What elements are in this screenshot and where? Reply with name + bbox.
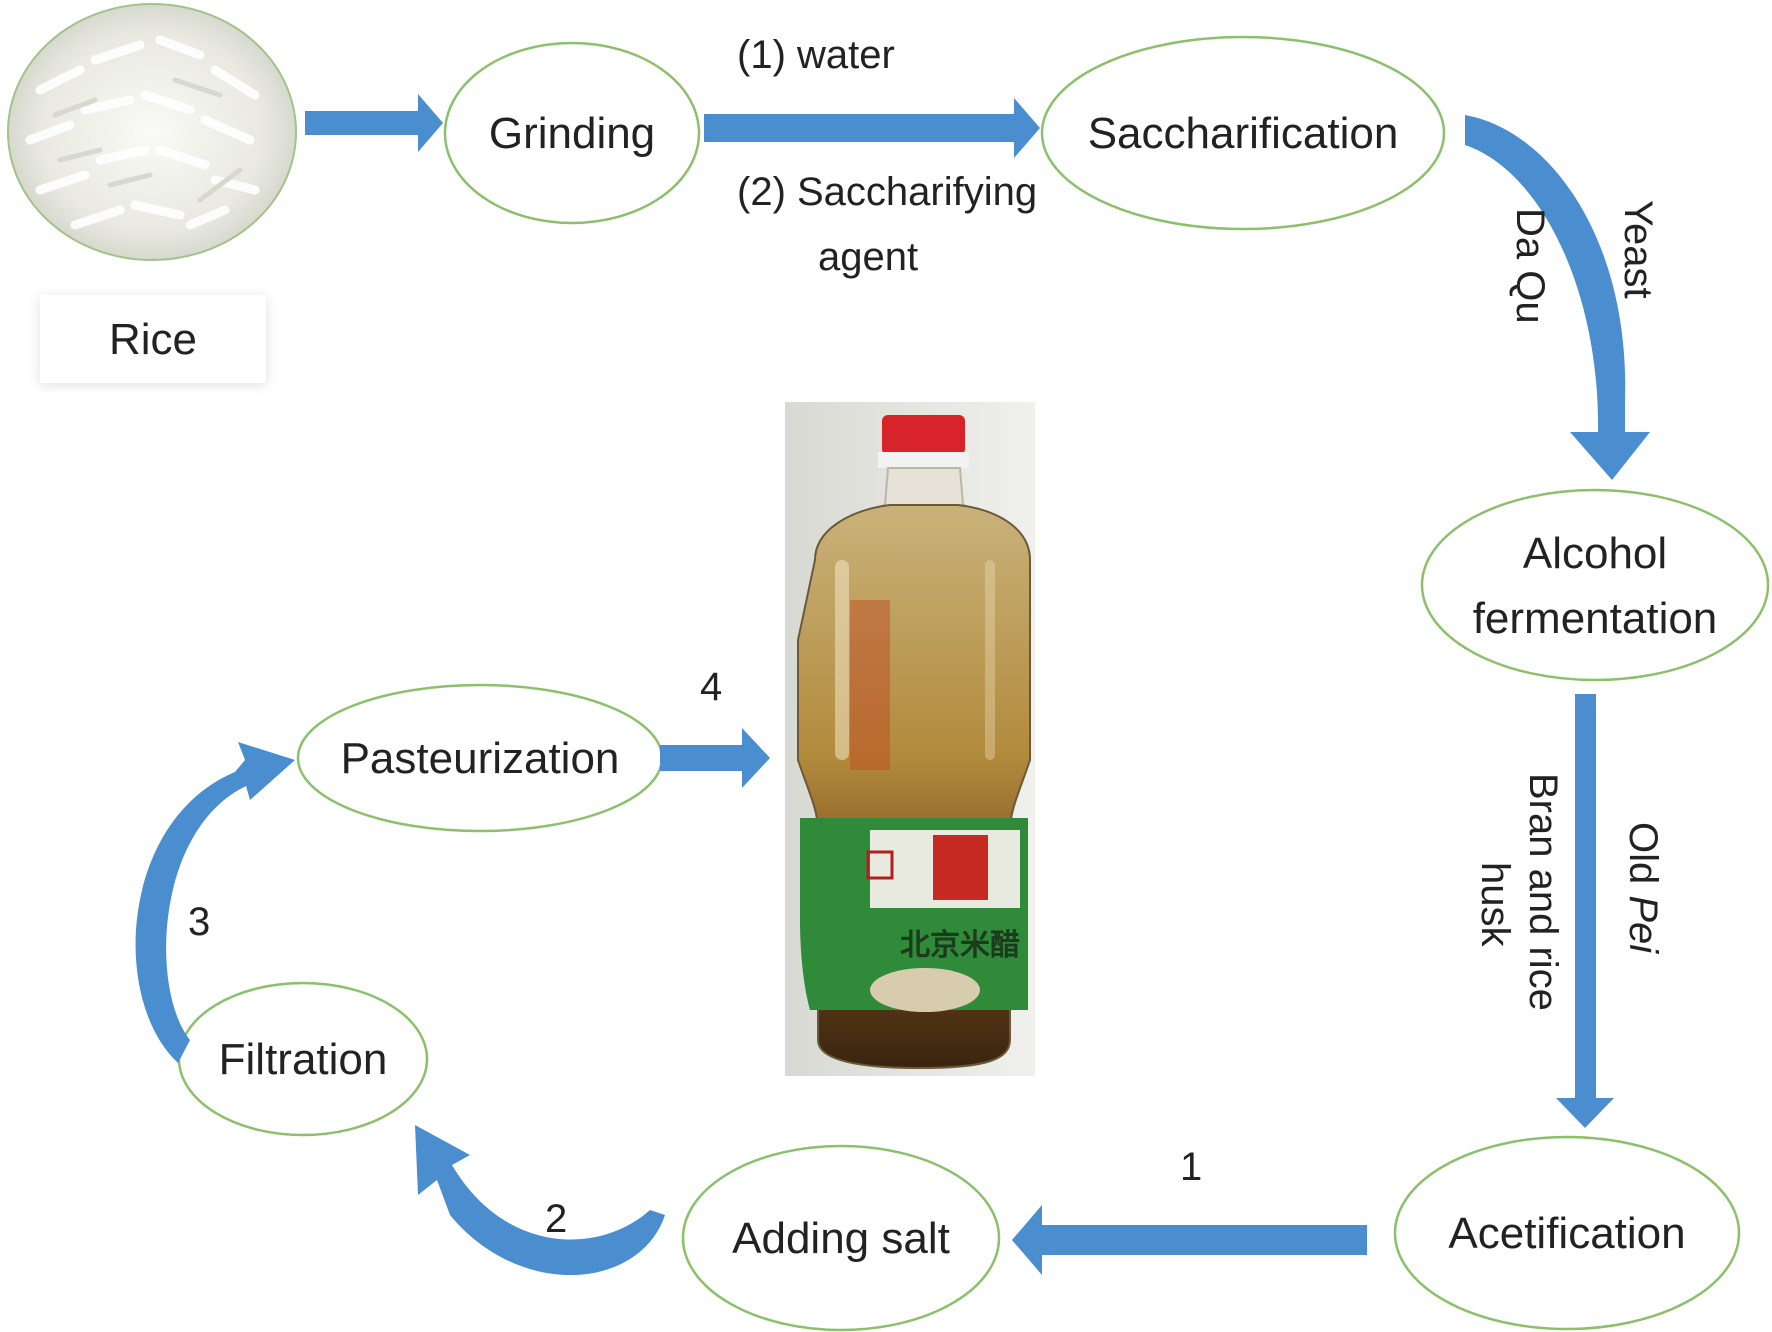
- edge-old-pei-prefix: Old: [1621, 822, 1665, 895]
- node-acetification: Acetification: [1393, 1135, 1741, 1331]
- edge-step-2-label: 2: [545, 1197, 567, 1241]
- vinegar-bottle-photo: 北京米醋: [785, 402, 1035, 1076]
- arrow-filtration-to-pasteurization: [135, 742, 295, 1063]
- arrow-salt-to-filtration: [415, 1125, 665, 1276]
- edge-yeast-label: Yeast: [1616, 200, 1660, 299]
- edge-bran-label-line2: husk: [1473, 862, 1517, 947]
- node-grinding: Grinding: [443, 41, 701, 225]
- arrow-pasteurization-to-product: [660, 728, 770, 788]
- edge-step-1-label: 1: [1180, 1145, 1202, 1189]
- edge-old-pei-label: Old Pei: [1621, 822, 1665, 954]
- edge-saccharifying-label-line2: agent: [818, 235, 918, 279]
- node-pasteurization-label: Pasteurization: [341, 734, 620, 783]
- arrow-grinding-to-saccharification: [704, 98, 1040, 158]
- arrow-saccharification-to-alcohol: [1465, 115, 1650, 480]
- edge-step-3-label: 3: [188, 900, 210, 944]
- node-alcohol-label-line2: fermentation: [1473, 594, 1718, 643]
- bottle-cap: [882, 415, 965, 455]
- node-filtration-label: Filtration: [219, 1035, 388, 1084]
- edge-old-pei-italic: Pei: [1621, 895, 1665, 954]
- rice-label: Rice: [109, 315, 197, 364]
- edge-daqu-label: Da Qu: [1508, 208, 1552, 324]
- edge-bran-label-line1: Bran and rice: [1521, 773, 1565, 1011]
- node-grinding-label: Grinding: [489, 109, 655, 158]
- node-saccharification-label: Saccharification: [1088, 109, 1399, 158]
- rice-label-box: Rice: [40, 295, 266, 383]
- rice-photo: [7, 3, 297, 261]
- node-saccharification: Saccharification: [1040, 35, 1446, 231]
- edge-saccharifying-label-line1: (2) Saccharifying: [737, 170, 1037, 214]
- node-alcohol-fermentation: Alcohol fermentation: [1420, 488, 1770, 682]
- node-acetification-label: Acetification: [1448, 1209, 1685, 1258]
- node-adding-salt-label: Adding salt: [732, 1214, 950, 1263]
- edge-step-4-label: 4: [700, 665, 722, 709]
- arrow-acetification-to-salt: [1012, 1205, 1367, 1275]
- arrow-rice-to-grinding: [305, 94, 443, 152]
- node-alcohol-label-line1: Alcohol: [1523, 529, 1667, 578]
- node-adding-salt: Adding salt: [681, 1144, 1001, 1332]
- node-filtration: Filtration: [177, 981, 429, 1137]
- arrow-alcohol-to-acetification: [1556, 694, 1614, 1128]
- node-pasteurization: Pasteurization: [296, 683, 664, 833]
- edge-water-label: (1) water: [737, 33, 895, 77]
- bottle-label-text: 北京米醋: [900, 928, 1020, 963]
